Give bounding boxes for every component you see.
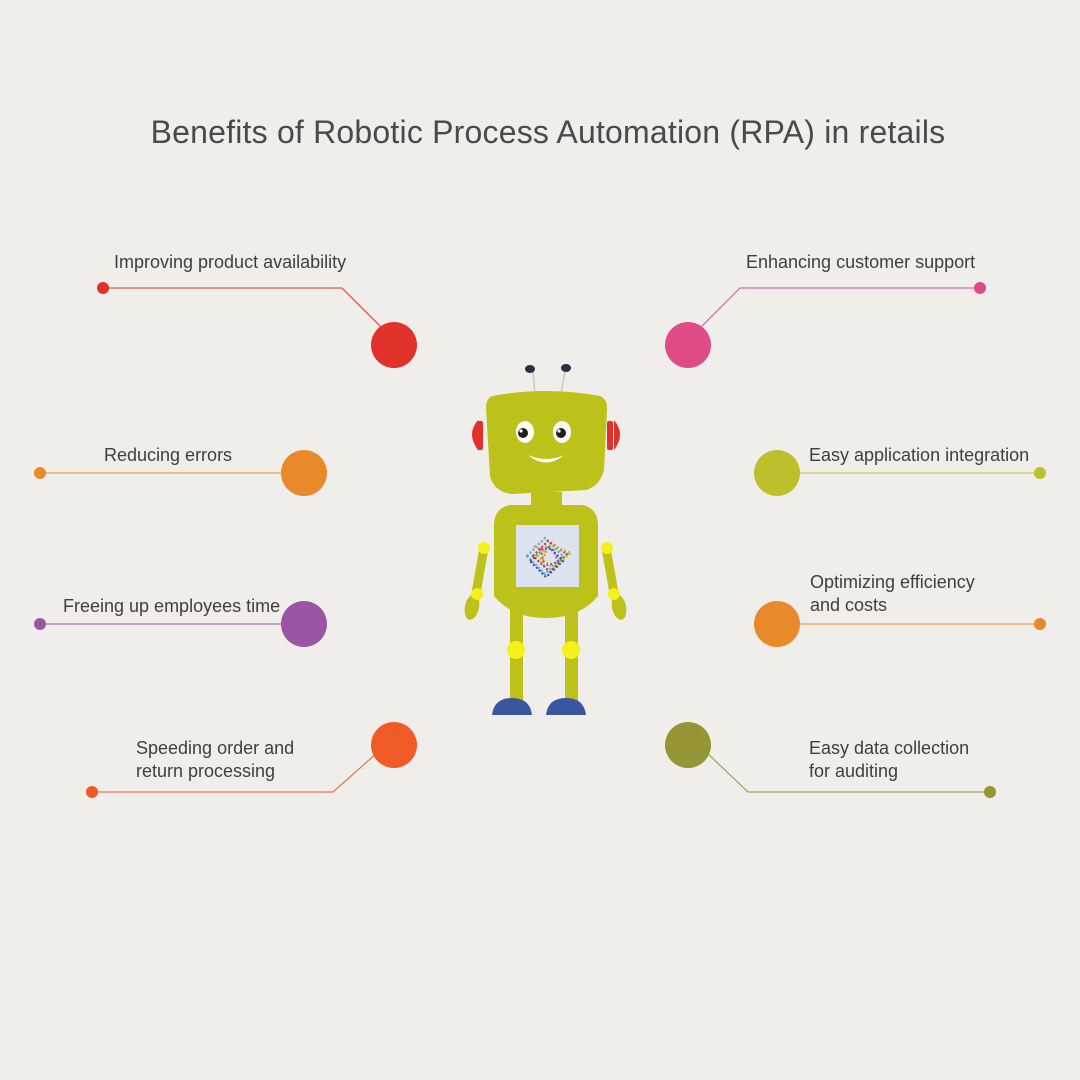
robot-foot-icon bbox=[492, 698, 532, 715]
benefit-label-improving: Improving product availability bbox=[114, 252, 347, 272]
chest-logo-icon bbox=[525, 536, 574, 579]
page-title: Benefits of Robotic Process Automation (… bbox=[150, 114, 946, 150]
connector-reducing bbox=[34, 450, 327, 496]
benefit-label-optimizing: Optimizing efficiency and costs bbox=[810, 572, 975, 615]
benefit-dot-data-collection bbox=[665, 722, 711, 768]
connector-optimizing bbox=[754, 601, 1046, 647]
connector-data-collection bbox=[665, 722, 996, 798]
connector-enhancing bbox=[665, 282, 986, 368]
benefit-label-enhancing: Enhancing customer support bbox=[746, 252, 976, 272]
benefit-dot-reducing bbox=[281, 450, 327, 496]
robot-ear-icon bbox=[614, 420, 620, 450]
robot-illustration bbox=[464, 364, 627, 715]
benefit-label-integration: Easy application integration bbox=[809, 445, 1030, 465]
connector-integration bbox=[754, 450, 1046, 496]
benefit-label-data-collection: Easy data collection for auditing bbox=[809, 738, 970, 781]
benefit-label-freeing: Freeing up employees time bbox=[63, 596, 281, 616]
connector-freeing bbox=[34, 601, 327, 647]
robot-ear-icon bbox=[472, 420, 478, 450]
benefit-dot-integration bbox=[754, 450, 800, 496]
connector-improving bbox=[97, 282, 417, 368]
benefit-label-reducing: Reducing errors bbox=[104, 445, 233, 465]
benefit-dot-optimizing bbox=[754, 601, 800, 647]
antenna-tip-icon bbox=[525, 365, 535, 373]
benefit-dot-improving bbox=[371, 322, 417, 368]
benefit-dot-freeing bbox=[281, 601, 327, 647]
benefit-dot-enhancing bbox=[665, 322, 711, 368]
robot-head bbox=[486, 391, 608, 494]
robot-foot-icon bbox=[546, 698, 586, 715]
benefit-dot-speeding bbox=[371, 722, 417, 768]
connector-speeding bbox=[86, 722, 417, 798]
benefit-label-speeding: Speeding order and return processing bbox=[136, 738, 295, 781]
antenna-tip-icon bbox=[561, 364, 571, 372]
